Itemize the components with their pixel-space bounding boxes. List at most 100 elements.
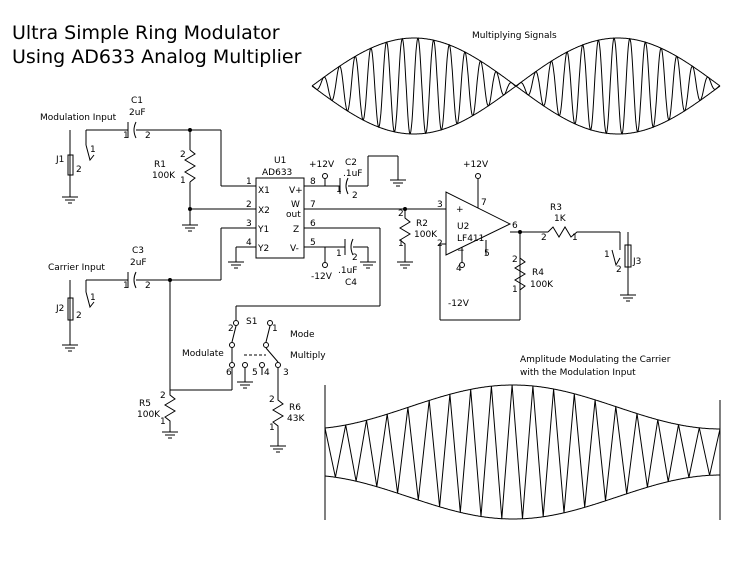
multiply-label: Multiply xyxy=(290,351,326,361)
u1-vminus-label: -12V xyxy=(311,272,333,282)
modulation-input-label: Modulation Input xyxy=(40,113,117,123)
top-waveform-carrier xyxy=(311,37,721,135)
c2-value: .1uF xyxy=(343,169,362,179)
pin-num: 1 xyxy=(269,423,275,433)
u1-vplus-label: +12V xyxy=(309,160,335,170)
s1-ref: S1 xyxy=(246,317,257,327)
pin-num: 2 xyxy=(180,150,186,160)
pin-num: 1 xyxy=(160,417,166,427)
pin-num: 6 xyxy=(310,219,316,229)
c3-ref: C3 xyxy=(132,246,144,256)
caption-bottom-2: with the Modulation Input xyxy=(520,368,636,378)
j1-ref: J1 xyxy=(55,155,64,165)
pin-num: 1 xyxy=(336,249,342,259)
pin-num: 3 xyxy=(437,200,443,210)
u2-ref: U2 xyxy=(457,222,469,232)
r1-value: 100K xyxy=(152,171,176,181)
r5-value: 100K xyxy=(137,410,161,420)
pin-num: 1 xyxy=(246,177,252,187)
pin-num: 2 xyxy=(541,233,547,243)
r2-ref: R2 xyxy=(416,219,428,229)
r2-value: 100K xyxy=(414,230,438,240)
pin-num: 4 xyxy=(246,238,252,248)
pin-num: 4 xyxy=(456,264,462,274)
pin-num: 3 xyxy=(283,368,289,378)
r4-value: 100K xyxy=(530,280,554,290)
pin-num: 3 xyxy=(246,219,252,229)
c4-value: .1uF xyxy=(338,266,357,276)
u1-pin-out: out xyxy=(286,210,301,220)
u2-minus-sign: − xyxy=(457,246,465,256)
pin-num: 1 xyxy=(180,176,186,186)
r6-ref: R6 xyxy=(289,403,301,413)
pin-num: 6 xyxy=(512,221,518,231)
pin-num: 4 xyxy=(264,368,270,378)
bottom-waveform-carrier xyxy=(324,384,721,519)
pin-num: 2 xyxy=(512,255,518,265)
c1-ref: C1 xyxy=(131,96,143,106)
c4-ref: C4 xyxy=(345,278,357,288)
pin-num: 2 xyxy=(352,191,358,201)
modulate-label: Modulate xyxy=(182,349,224,359)
mode-label: Mode xyxy=(290,330,315,340)
caption-top: Multiplying Signals xyxy=(472,31,557,41)
u1-pin-vplus: V+ xyxy=(289,186,303,196)
pin-num: 1 xyxy=(272,324,278,334)
pin-num: 2 xyxy=(269,395,275,405)
u2-plus-sign: + xyxy=(456,205,464,215)
u1-part: AD633 xyxy=(262,168,292,178)
pin-num: 8 xyxy=(310,177,316,187)
carrier-input-label: Carrier Input xyxy=(48,263,105,273)
u2-vminus-label: -12V xyxy=(448,299,470,309)
pin-num: 2 xyxy=(437,239,443,249)
u2-vplus-label: +12V xyxy=(463,160,489,170)
pin-num: 5 xyxy=(484,249,490,259)
u1-pin-y2: Y2 xyxy=(257,244,269,254)
pin-num: 1 xyxy=(336,185,342,195)
pin-num: 2 xyxy=(160,391,166,401)
pin-num: 7 xyxy=(310,200,316,210)
c1-value: 2uF xyxy=(129,108,146,118)
pin-num: 1 xyxy=(90,145,96,155)
u1-pin-w: W xyxy=(291,200,300,210)
u1-pin-vminus: V- xyxy=(290,244,299,254)
u1-pin-z: Z xyxy=(293,225,299,235)
u2-part: LF411 xyxy=(457,234,484,244)
pin-num: 1 xyxy=(512,285,518,295)
pin-num: 2 xyxy=(76,165,82,175)
caption-bottom-1: Amplitude Modulating the Carrier xyxy=(520,355,671,365)
pin-num: 1 xyxy=(123,281,129,291)
pin-num: 2 xyxy=(76,311,82,321)
pin-num: 2 xyxy=(145,281,151,291)
pin-num: 2 xyxy=(246,200,252,210)
r5-ref: R5 xyxy=(139,399,151,409)
r3-ref: R3 xyxy=(550,203,562,213)
r4-ref: R4 xyxy=(532,268,544,278)
u1-pin-y1: Y1 xyxy=(257,225,269,235)
j3-ref: J3 xyxy=(632,257,641,267)
u1-body xyxy=(255,177,305,259)
u1-ref: U1 xyxy=(274,156,286,166)
u1-pin-x1: X1 xyxy=(258,186,270,196)
pin-num: 2 xyxy=(616,265,622,275)
r3-value: 1K xyxy=(554,214,567,224)
u1-pin-x2: X2 xyxy=(258,206,270,216)
pin-num: 5 xyxy=(310,238,316,248)
pin-num: 2 xyxy=(228,324,234,334)
pin-num: 6 xyxy=(226,368,232,378)
r1-ref: R1 xyxy=(154,160,166,170)
j2-ref: J2 xyxy=(55,304,64,314)
c2-ref: C2 xyxy=(345,158,357,168)
title-line-1: Ultra Simple Ring Modulator xyxy=(12,22,280,44)
pin-num: 2 xyxy=(145,131,151,141)
r6-value: 43K xyxy=(287,414,305,424)
pin-num: 1 xyxy=(572,233,578,243)
c3-value: 2uF xyxy=(130,258,147,268)
pin-num: 1 xyxy=(398,239,404,249)
pin-num: 5 xyxy=(252,368,258,378)
pin-num: 1 xyxy=(604,250,610,260)
pin-num: 2 xyxy=(352,253,358,263)
title-line-2: Using AD633 Analog Multiplier xyxy=(12,46,302,68)
pin-num: 2 xyxy=(398,209,404,219)
